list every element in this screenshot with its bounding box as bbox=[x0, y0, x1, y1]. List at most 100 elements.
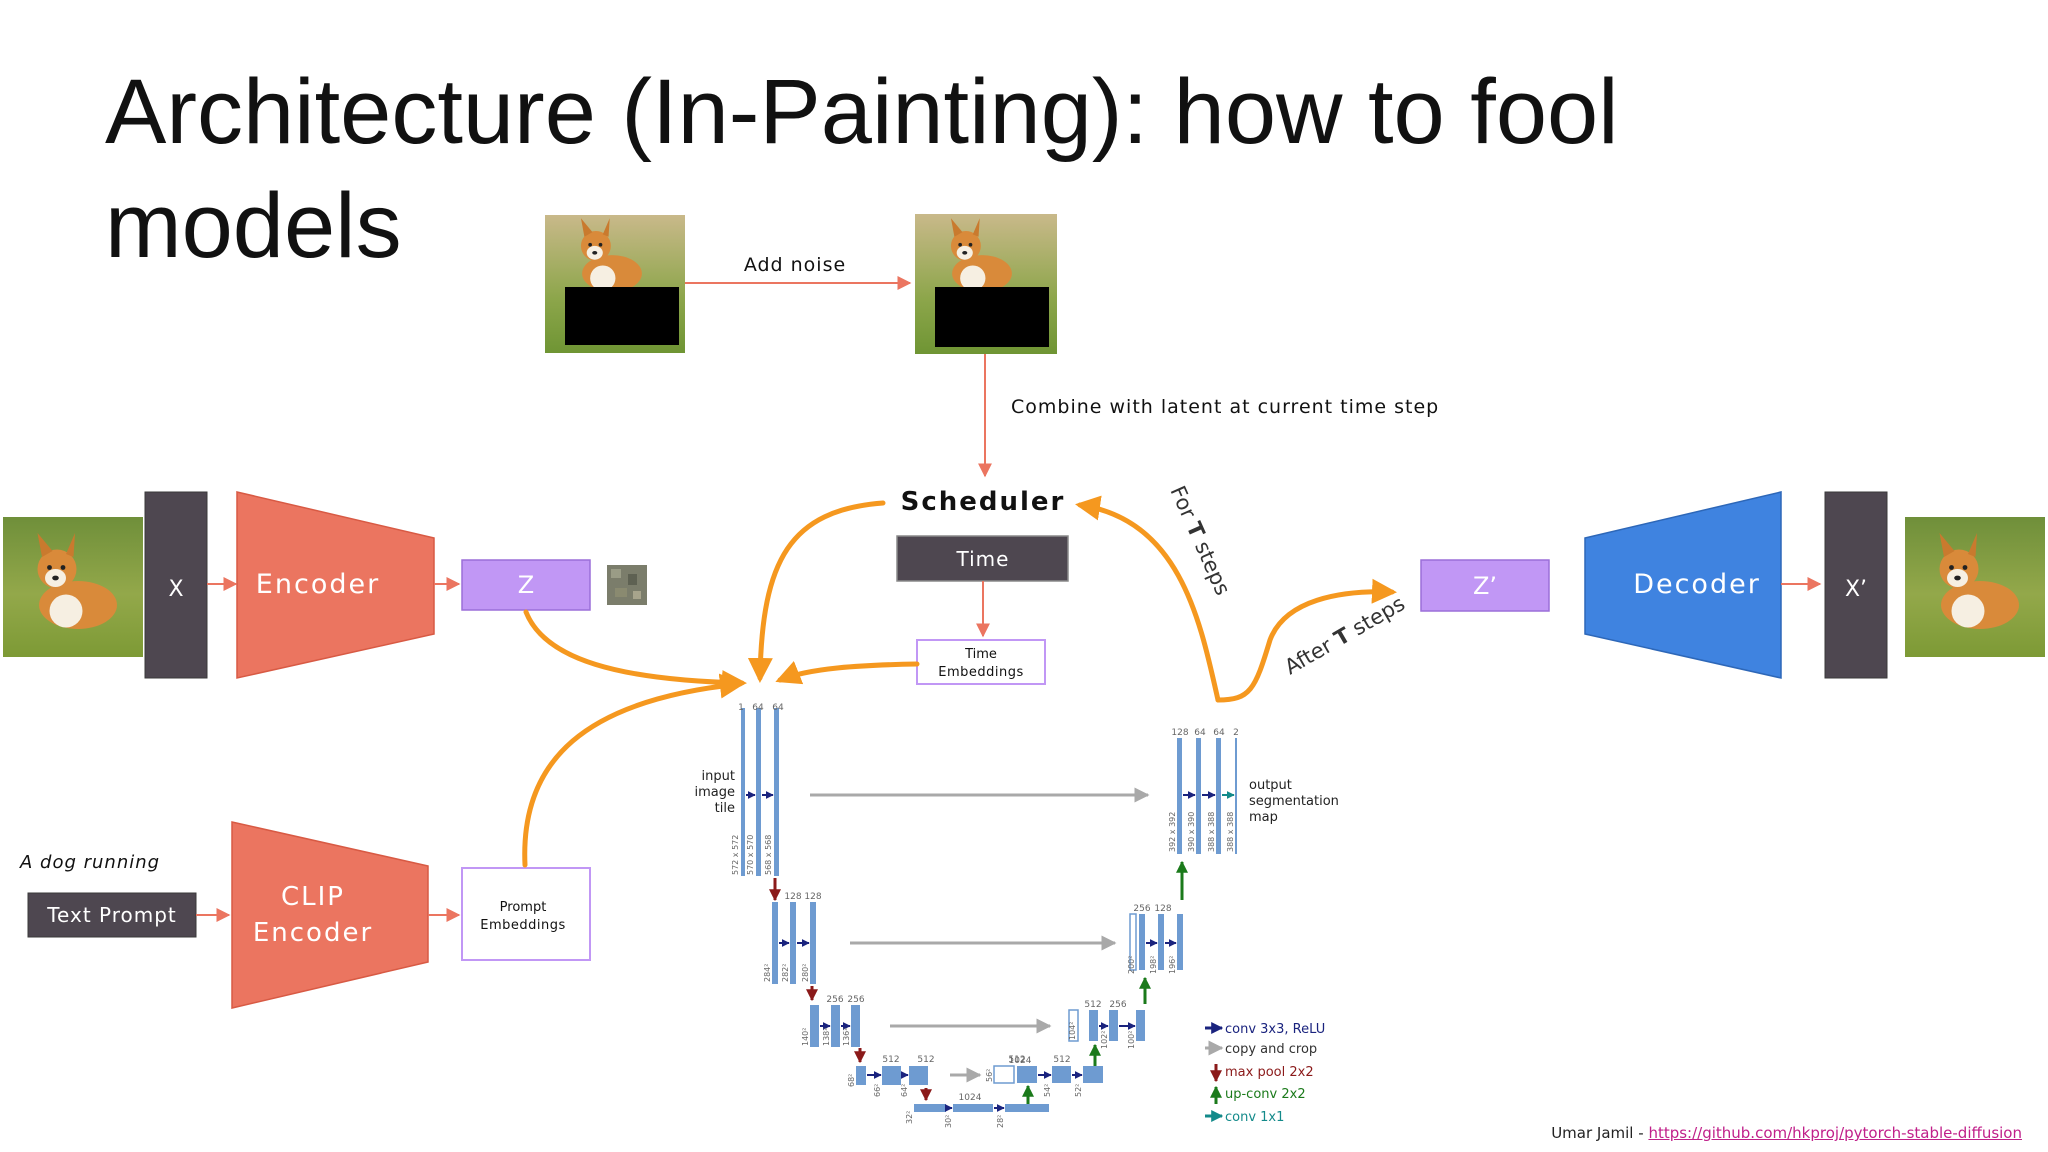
unet-feature-map bbox=[1083, 1066, 1103, 1083]
unet-channel-label: 128 bbox=[1171, 728, 1188, 738]
unet-size-label: 568 x 568 bbox=[764, 835, 773, 875]
unet-legend: conv 3x3, ReLU copy and crop max pool 2x… bbox=[1205, 1022, 1325, 1125]
input-dog-image bbox=[3, 517, 143, 657]
unet-output-label: segmentation bbox=[1249, 794, 1339, 809]
legend-copy-label: copy and crop bbox=[1225, 1042, 1317, 1057]
unet-size-label: 32² bbox=[905, 1111, 914, 1124]
unet-feature-map bbox=[909, 1066, 928, 1085]
unet-level4-decoder bbox=[993, 1065, 1103, 1084]
unet-size-label: 102² bbox=[1100, 1031, 1109, 1049]
prompt-embeddings-line2: Embeddings bbox=[480, 918, 566, 933]
unet-input-label: input bbox=[702, 769, 735, 784]
unet-size-label: 280² bbox=[801, 964, 810, 982]
z-latent-box bbox=[461, 559, 591, 611]
unet-level3-encoder bbox=[810, 1005, 860, 1047]
unet-channel-label: 64 bbox=[1194, 728, 1206, 738]
unet-channel-label: 1 bbox=[738, 703, 744, 713]
unet-feature-map bbox=[1158, 914, 1164, 970]
decoder-label: Decoder bbox=[1633, 569, 1761, 600]
z-label: Z bbox=[518, 571, 534, 599]
unet-level4-encoder bbox=[856, 1066, 928, 1085]
unet-channel-label: 128 bbox=[784, 892, 801, 902]
unet-feature-map bbox=[1129, 913, 1137, 971]
unet-size-label: 570 x 570 bbox=[746, 835, 755, 875]
unet-size-label: 138² bbox=[822, 1028, 831, 1046]
unet-size-label: 68² bbox=[847, 1074, 856, 1087]
time-emb-to-unet-arrow bbox=[775, 660, 920, 685]
unet-size-label: 136² bbox=[842, 1028, 851, 1046]
unet-size-label: 390 x 390 bbox=[1187, 812, 1196, 852]
unet-level1-encoder bbox=[741, 708, 779, 876]
unet-channel-label: 512 bbox=[917, 1055, 934, 1065]
unet-feature-map bbox=[1089, 1010, 1098, 1041]
scheduler-to-unet-arrow bbox=[747, 500, 886, 683]
for-t-steps-loop-arrow bbox=[1075, 495, 1221, 703]
unet-output-label: output bbox=[1249, 778, 1292, 793]
unet-feature-map bbox=[1109, 1010, 1118, 1041]
footer-github-link[interactable]: https://github.com/hkproj/pytorch-stable… bbox=[1648, 1124, 2022, 1142]
unet-feature-map bbox=[790, 902, 796, 984]
z-to-unet-arrow bbox=[523, 609, 747, 696]
unet-feature-map bbox=[810, 902, 816, 984]
footer-credit: Umar Jamil - https://github.com/hkproj/p… bbox=[1551, 1124, 2022, 1142]
legend-upconv-label: up-conv 2x2 bbox=[1225, 1087, 1306, 1102]
unet-channel-label: 512 bbox=[1053, 1055, 1070, 1065]
unet-input-label: tile bbox=[715, 801, 735, 816]
unet-size-label: 198² bbox=[1149, 956, 1158, 974]
unet-feature-map bbox=[756, 708, 761, 876]
unet-channel-label: 512 bbox=[1084, 1000, 1101, 1010]
unet-size-label: 30² bbox=[944, 1115, 953, 1128]
after-t-steps-label: After T steps bbox=[1281, 591, 1409, 679]
unet-size-label: 282² bbox=[781, 964, 790, 982]
for-t-steps-label: For T steps bbox=[1165, 482, 1234, 599]
legend-maxpool-label: max pool 2x2 bbox=[1225, 1065, 1314, 1080]
footer-author: Umar Jamil - bbox=[1551, 1124, 1644, 1142]
clip-encoder-trapezoid bbox=[231, 821, 429, 1009]
unet-channel-label: 256 bbox=[826, 995, 843, 1005]
unet-feature-map bbox=[1177, 914, 1183, 970]
output-dog-image bbox=[1905, 517, 2045, 657]
z-prime-label: Z’ bbox=[1473, 572, 1497, 600]
unet-feature-map bbox=[1005, 1104, 1049, 1112]
time-embeddings-line2: Embeddings bbox=[938, 665, 1024, 680]
unet-channel-label: 2 bbox=[1233, 728, 1239, 738]
after-t-steps-arrow bbox=[1215, 578, 1397, 703]
time-embeddings-line1: Time bbox=[964, 647, 997, 662]
unet-feature-map bbox=[1068, 1009, 1079, 1042]
unet-feature-map bbox=[1216, 738, 1221, 854]
masked-image-input bbox=[545, 215, 685, 353]
x-prime-label: X’ bbox=[1845, 577, 1867, 602]
scheduler-label: Scheduler bbox=[901, 487, 1066, 517]
unet-feature-map bbox=[851, 1005, 860, 1047]
clip-label-line1: CLIP bbox=[281, 882, 345, 912]
unet-level1-decoder bbox=[1177, 738, 1237, 854]
unet-size-label: 104² bbox=[1068, 1022, 1077, 1040]
unet-channel-label: 512 bbox=[1008, 1055, 1025, 1065]
unet-feature-map bbox=[914, 1104, 946, 1112]
unet-feature-map bbox=[772, 902, 778, 984]
x-label: X bbox=[168, 577, 183, 602]
unet-feature-map bbox=[1196, 738, 1201, 854]
encoder-trapezoid bbox=[236, 491, 435, 679]
encoder-label: Encoder bbox=[256, 569, 380, 600]
unet-channel-label: 64 bbox=[772, 703, 784, 713]
unet-channel-label: 1024 bbox=[959, 1093, 982, 1103]
prompt-embeddings-box bbox=[461, 867, 591, 961]
unet-feature-map bbox=[953, 1104, 993, 1112]
unet-size-label: 284² bbox=[763, 964, 772, 982]
unet-feature-map bbox=[1177, 738, 1182, 854]
slide-title: Architecture (In-Painting): how to fool … bbox=[105, 61, 1619, 277]
unet-size-label: 388 x 388 bbox=[1207, 812, 1216, 852]
time-embeddings-box bbox=[916, 639, 1046, 685]
legend-conv1x1-label: conv 1x1 bbox=[1225, 1110, 1284, 1125]
text-prompt-label: Text Prompt bbox=[46, 903, 177, 927]
unet-size-label: 28² bbox=[996, 1115, 1005, 1128]
unet-feature-map bbox=[774, 708, 779, 876]
unet-feature-map bbox=[1139, 914, 1145, 970]
unet-size-label: 56² bbox=[985, 1069, 994, 1082]
prompt-embeddings-line1: Prompt bbox=[500, 900, 547, 915]
unet-feature-map bbox=[856, 1066, 866, 1085]
prompt-example-text: A dog running bbox=[19, 852, 160, 873]
unet-channel-label: 64 bbox=[752, 703, 764, 713]
